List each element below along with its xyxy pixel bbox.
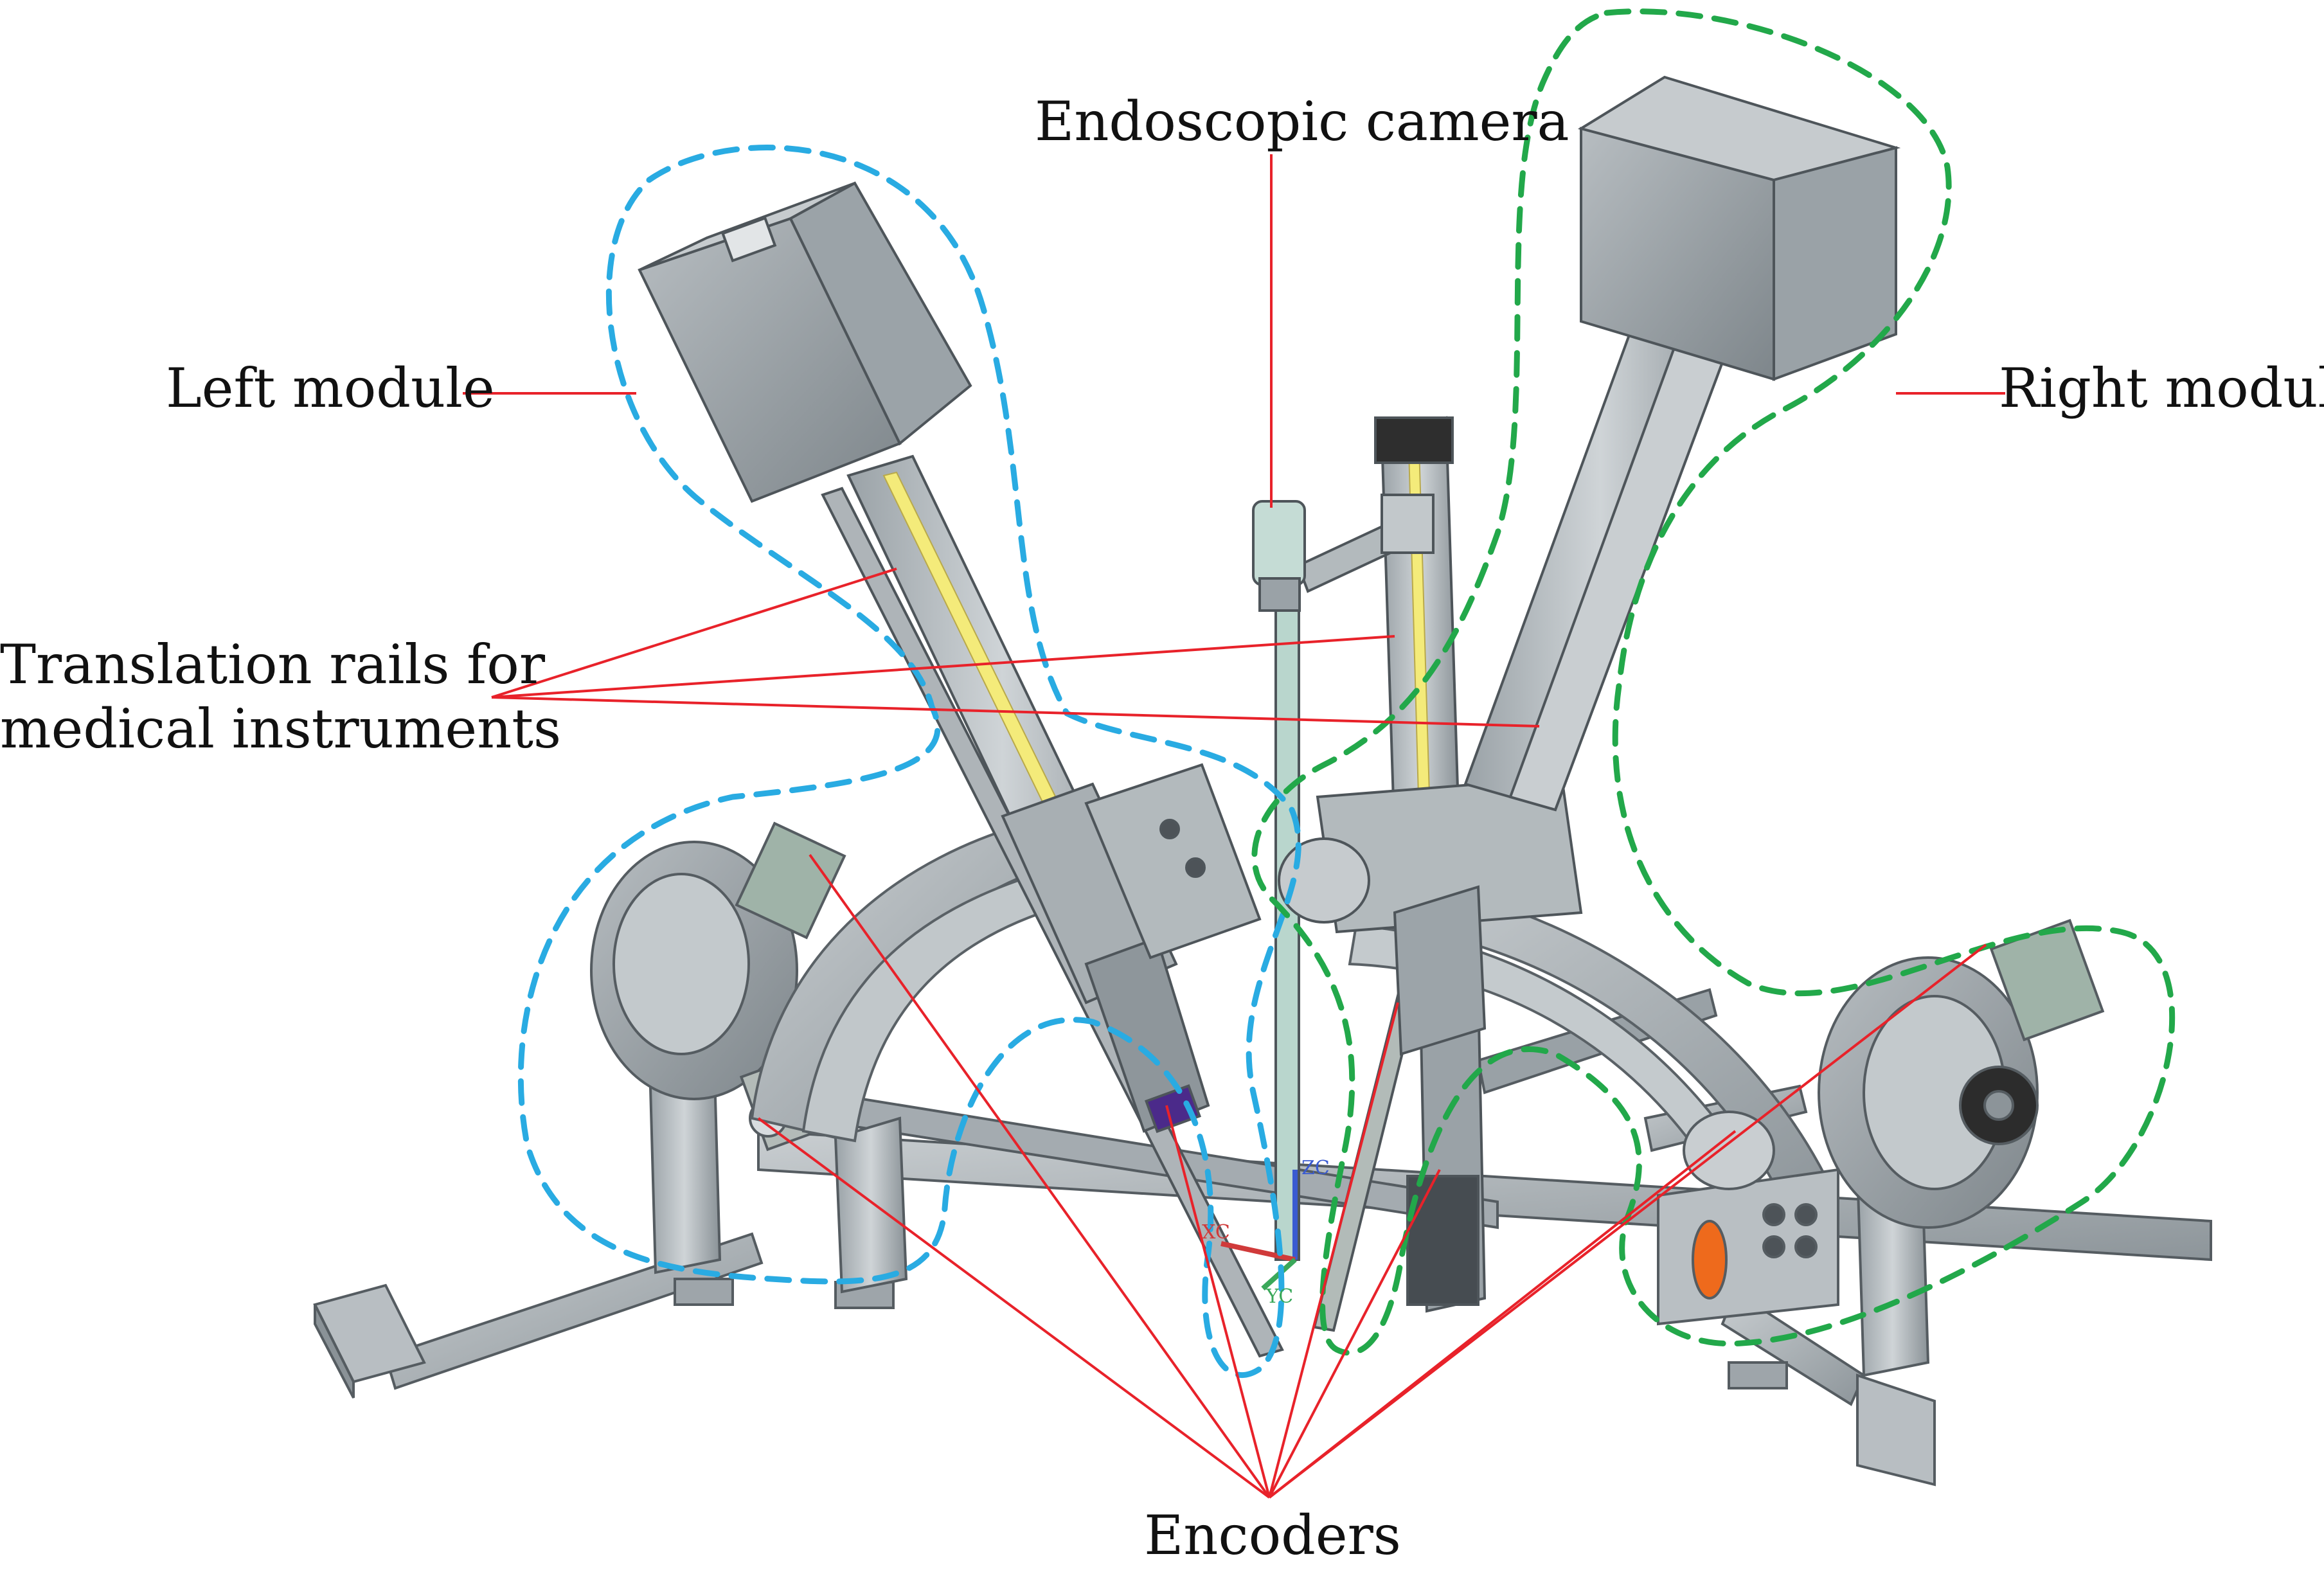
left-rail-motor	[1084, 936, 1210, 1133]
base-foot-3	[1728, 1361, 1788, 1389]
label-left-module: Left module	[166, 357, 495, 420]
left-encoder-block	[735, 821, 846, 940]
base-end-block-left	[313, 1283, 426, 1384]
orange-part	[1692, 1220, 1728, 1300]
leader-encoder-1	[809, 853, 1271, 1499]
left-module	[638, 181, 1284, 1358]
axis-label-xc: XC	[1202, 1221, 1230, 1244]
axis-xc-line	[1220, 1241, 1296, 1262]
center-bracket	[1393, 885, 1487, 1056]
leader-rail-2	[491, 635, 1395, 699]
right-module-outline	[1251, 8, 2176, 1356]
camera-arm-clamp	[1381, 494, 1435, 554]
right-encoder-block	[1989, 918, 2105, 1042]
right-rotary-disc-center	[1983, 1090, 2014, 1121]
right-support	[1657, 918, 2105, 1377]
leader-rail-1	[491, 567, 897, 699]
center-rail-cap	[1374, 416, 1454, 464]
axis-label-yc: YC	[1266, 1285, 1294, 1308]
right-camera-box-side	[1773, 146, 1897, 381]
leader-lines	[463, 154, 2005, 1499]
leader-encoder-4	[1268, 1002, 1399, 1498]
label-endoscopic-camera: Endoscopic camera	[1035, 90, 1569, 153]
label-right-module: Right module	[1999, 357, 2324, 420]
left-gear-bolt-1	[1159, 819, 1180, 839]
center-motor	[1406, 1175, 1479, 1306]
left-rotary-face	[612, 873, 750, 1055]
left-motor-purple	[1144, 1084, 1202, 1134]
axis-label-zc: ZC	[1301, 1157, 1330, 1179]
bolt-3	[1762, 1235, 1785, 1258]
base-profile-left	[384, 1232, 764, 1390]
right-support-column-left	[834, 1116, 908, 1294]
center-assembly	[1252, 416, 1583, 1332]
leader-rail-3	[491, 696, 1540, 728]
endoscope-collar	[1258, 577, 1301, 612]
left-gear-housing	[1084, 763, 1262, 960]
right-module	[1463, 75, 1901, 812]
leader-encoder-5	[1268, 1169, 1441, 1498]
base-foot-1	[674, 1278, 734, 1306]
leader-encoder-7	[1268, 943, 1987, 1499]
right-arch-pulley	[1683, 1111, 1775, 1190]
base-end-block-left-face	[314, 1304, 355, 1398]
leader-encoder-3	[1165, 1105, 1271, 1498]
leader-encoder-2	[757, 1117, 1271, 1499]
center-pulley	[1278, 837, 1370, 924]
left-camera-box-window	[721, 216, 777, 263]
bolt-2	[1794, 1203, 1818, 1226]
bolt-4	[1794, 1235, 1818, 1258]
base-end-block-right	[1856, 1373, 1936, 1487]
left-camera-box-side	[789, 181, 972, 446]
label-encoders: Encoders	[1144, 1504, 1401, 1567]
bolt-1	[1762, 1203, 1785, 1226]
label-translation-rails-line2: medical instruments	[0, 697, 562, 760]
label-translation-rails-line1: Translation rails for	[0, 633, 545, 696]
left-gear-bolt-2	[1185, 857, 1206, 878]
endoscope-head	[1252, 500, 1306, 586]
